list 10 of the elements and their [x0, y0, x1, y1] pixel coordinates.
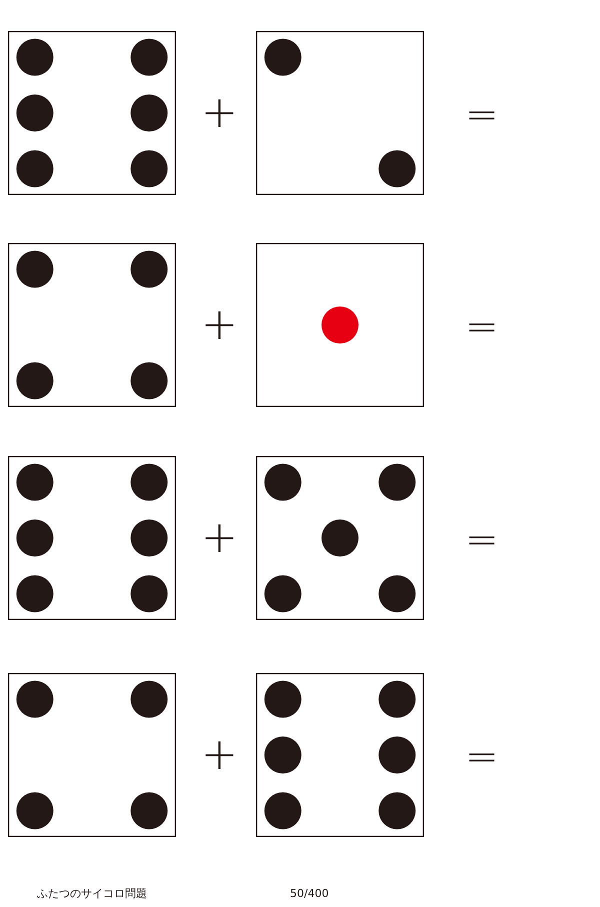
- equals-sign: =: [465, 520, 499, 560]
- worksheet-title: ふたつのサイコロ問題: [37, 888, 147, 899]
- page-number: 50/400: [290, 888, 329, 899]
- plus-sign: +: [201, 303, 238, 347]
- equals-sign: =: [465, 307, 499, 347]
- plus-sign: +: [201, 91, 238, 135]
- plus-sign: +: [201, 516, 238, 560]
- equals-sign: =: [465, 95, 499, 135]
- equals-sign: =: [465, 737, 499, 777]
- plus-sign: +: [201, 733, 238, 777]
